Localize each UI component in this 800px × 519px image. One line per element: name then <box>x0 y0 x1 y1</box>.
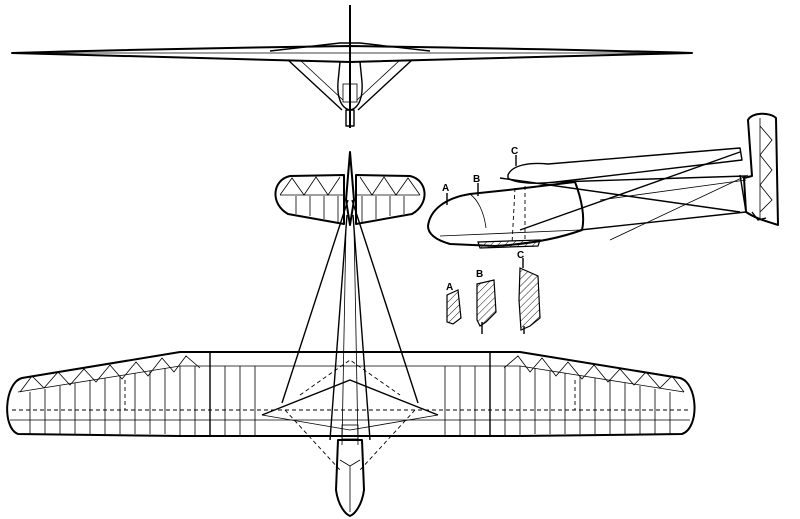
section-label-a: A <box>446 282 453 293</box>
plan-view-horizontal-tail <box>274 174 426 225</box>
front-view-wing <box>11 45 693 63</box>
front-view <box>11 5 693 128</box>
plan-view <box>6 151 696 517</box>
side-view-wing-root <box>507 147 743 184</box>
side-view-label-b: B <box>473 174 480 185</box>
section-c: C <box>517 250 541 334</box>
side-view-label-a: A <box>442 183 449 194</box>
plan-view-rudder <box>345 151 355 226</box>
side-view-fin <box>739 112 779 226</box>
front-view-skid <box>345 109 355 127</box>
plan-view-boom-bracing <box>281 199 419 446</box>
side-view-fuselage <box>427 181 585 247</box>
plan-view-wing <box>6 351 696 437</box>
section-label-b: B <box>476 269 483 280</box>
section-a: A <box>446 282 462 325</box>
side-view: A B C <box>427 112 779 249</box>
side-view-label-c: C <box>511 146 518 157</box>
side-view-skid <box>477 239 541 249</box>
cross-sections: A B C <box>446 250 541 334</box>
section-label-c: C <box>517 250 524 261</box>
section-b: B <box>476 269 497 334</box>
plan-view-center-bracing <box>261 359 439 471</box>
plan-view-fuselage <box>335 439 365 517</box>
